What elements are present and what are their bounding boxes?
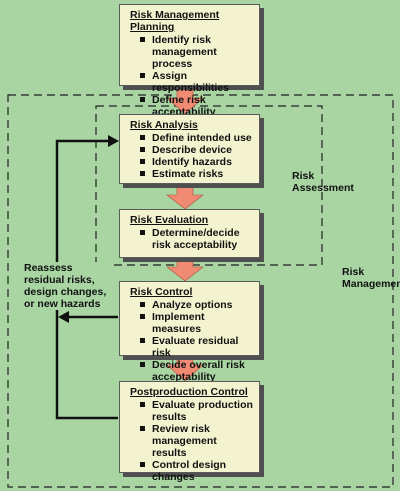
list-item: Control design changes <box>140 459 253 483</box>
list-item: Review risk management results <box>140 423 253 459</box>
feedback-arrowheads <box>58 135 119 323</box>
list-item: Identify risk management process <box>140 34 253 70</box>
arrow-planning-to-analysis <box>166 85 204 115</box>
box-title: Risk Control <box>130 286 193 298</box>
list-item: Decide overall risk acceptability <box>140 359 253 383</box>
arrowhead-from-control <box>58 311 69 323</box>
list-item: Implement measures <box>140 311 253 335</box>
risk-management-planning-box: Risk Management Planning Identify risk m… <box>119 4 260 130</box>
arrow-analysis-to-evaluation <box>166 183 204 210</box>
risk-control-box: Risk Control Analyze options Implement m… <box>119 281 260 383</box>
list-item: Evaluate production results <box>140 399 253 423</box>
list-item: Identify hazards <box>140 156 253 168</box>
down-arrows <box>166 85 204 382</box>
box-title: Risk Analysis <box>130 119 198 131</box>
list-item: Determine/decide risk acceptability <box>140 227 253 251</box>
risk-assessment-label: Risk Assessment <box>292 170 354 194</box>
box-items: Define intended use Describe device Iden… <box>130 132 253 180</box>
arrow-control-to-postproduction <box>166 355 204 382</box>
box-title: Postproduction Control <box>130 386 248 398</box>
list-item: Estimate risks <box>140 168 253 180</box>
box-items: Determine/decide risk acceptability <box>130 227 253 251</box>
risk-evaluation-box: Risk Evaluation Determine/decide risk ac… <box>119 209 260 258</box>
list-item: Define intended use <box>140 132 253 144</box>
risk-assessment-region <box>95 105 323 266</box>
box-items: Analyze options Implement measures Evalu… <box>130 299 253 383</box>
arrowhead-to-analysis <box>108 135 119 147</box>
list-item: Analyze options <box>140 299 253 311</box>
list-item: Assign responsibilities <box>140 70 253 94</box>
risk-management-label: Risk Management <box>342 266 400 290</box>
arrow-evaluation-to-control <box>166 257 204 282</box>
box-title: Risk Management Planning <box>130 9 220 33</box>
risk-management-region <box>7 94 394 488</box>
reassess-label: Reassess residual risks, design changes,… <box>24 262 110 310</box>
list-item: Describe device <box>140 144 253 156</box>
postproduction-control-box: Postproduction Control Evaluate producti… <box>119 381 260 483</box>
list-item: Evaluate residual risk <box>140 335 253 359</box>
box-title: Risk Evaluation <box>130 214 209 226</box>
box-items: Evaluate production results Review risk … <box>130 399 253 483</box>
risk-analysis-box: Risk Analysis Define intended use Descri… <box>119 114 260 184</box>
